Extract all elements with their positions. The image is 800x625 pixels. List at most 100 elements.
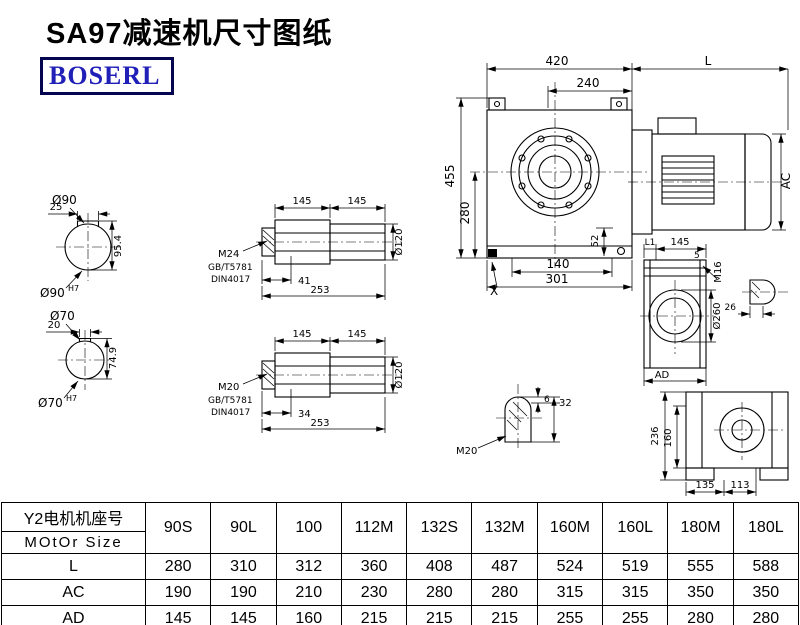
dim-shaft-b-length: 253	[310, 418, 329, 429]
value-cell: 160	[275, 605, 342, 625]
size-col-header: 180M	[667, 502, 734, 554]
shaft-b-standard-1: GB/T5781	[208, 396, 253, 406]
table-header-row: Y2电机机座号 MOtOr Size 90S 90L 100 112M 132S…	[1, 502, 800, 554]
dim-keyway-width-70: 20	[48, 320, 61, 331]
shaft-a-thread-label: M24	[218, 249, 239, 260]
value-cell: 588	[732, 553, 800, 580]
value-cell: 215	[406, 605, 473, 625]
value-cell: 350	[732, 579, 800, 606]
dim-side-l1: L1	[645, 238, 656, 248]
dim-shaft-b-seg1: 145	[292, 329, 311, 340]
gearbox-side-view: L1 145 5 M16 Ø260 26 AD	[640, 237, 790, 386]
value-cell: 190	[210, 579, 277, 606]
dim-side-ad: AD	[655, 370, 670, 381]
dim-detail-gap: 6	[544, 395, 550, 405]
value-cell: 408	[406, 553, 473, 580]
size-col-header: 90S	[144, 502, 212, 554]
dim-shaft-b-seg2: 145	[347, 329, 366, 340]
brand-logo: BOSERL	[40, 57, 174, 95]
value-cell: 315	[602, 579, 669, 606]
technical-drawing-canvas: 25 Ø90 95.4 Ø90 H7 20 Ø70 74.9 Ø70 H7	[38, 54, 793, 496]
shaft-b-standard-2: DIN4017	[211, 408, 250, 418]
dim-dia-70: Ø70	[50, 309, 75, 323]
gearbox-motor-front-view: 420 L 240 455 280 52 140 301 X AC	[443, 54, 793, 298]
oil-plug-mark	[488, 249, 497, 257]
dim-base-a: 140	[547, 257, 570, 271]
size-col-header: 100	[275, 502, 342, 554]
header-en: MOtOr Size	[24, 534, 123, 551]
dim-shaft-a-dia: Ø120	[393, 229, 405, 256]
dim-dia-90: Ø90	[52, 193, 77, 207]
dim-rear-height: 236	[650, 426, 661, 445]
dim-motor-ac: AC	[779, 173, 793, 189]
brand-logo-text: BOSERL	[49, 61, 161, 90]
dim-shaft-a-length: 253	[310, 285, 329, 296]
dim-total-height: 455	[443, 165, 457, 188]
row-label: L	[1, 553, 146, 580]
value-cell: 555	[667, 553, 734, 580]
dim-keyway-height-70: 74.9	[108, 347, 119, 369]
dim-shaft-a-thread-depth: 41	[298, 276, 311, 287]
value-cell: 210	[275, 579, 342, 606]
header-cn: Y2电机机座号	[2, 504, 145, 532]
value-cell: 280	[406, 579, 473, 606]
dim-side-bore: Ø260	[711, 303, 723, 330]
dim-bore-70-tolerance: H7	[66, 394, 77, 403]
shaft-a-standard-2: DIN4017	[211, 275, 250, 285]
dim-shaft-b-dia: Ø120	[393, 362, 405, 389]
value-cell: 280	[471, 579, 538, 606]
dim-rear-foot-1: 135	[695, 480, 714, 491]
size-col-header: 180L	[732, 502, 800, 554]
dim-inner-width: 240	[577, 76, 600, 90]
size-col-header: 112M	[340, 502, 408, 554]
value-cell: 310	[210, 553, 277, 580]
value-cell: 190	[144, 579, 212, 606]
value-cell: 145	[210, 605, 277, 625]
value-cell: 280	[144, 553, 212, 580]
motor-size-table: Y2电机机座号 MOtOr Size 90S 90L 100 112M 132S…	[1, 502, 800, 625]
dim-detail-length: 32	[559, 398, 572, 409]
side-thread-label: M16	[713, 261, 724, 282]
value-cell: 230	[340, 579, 408, 606]
value-cell: 312	[275, 553, 342, 580]
dim-side-key: 26	[725, 303, 737, 313]
hollow-shaft-view-m20: 145 145 Ø120 M20 GB/T5781 DIN4017 34 253	[208, 329, 405, 433]
dim-side-gap: 5	[694, 251, 700, 261]
shaft-a-standard-1: GB/T5781	[208, 263, 253, 273]
value-cell: 280	[667, 605, 734, 625]
dim-shaft-a-seg1: 145	[292, 196, 311, 207]
shaft-cross-section-90: 25 Ø90 95.4 Ø90 H7	[40, 193, 124, 300]
table-row-AD: AD 145 145 160 215 215 215 255 255 280 2…	[1, 605, 800, 625]
hollow-shaft-view-m24: 145 145 Ø120 M24 GB/T5781 DIN4017 41 253	[208, 196, 405, 300]
size-col-header: 160L	[602, 502, 669, 554]
dim-motor-length: L	[705, 54, 712, 68]
value-cell: 255	[602, 605, 669, 625]
value-cell: 487	[471, 553, 538, 580]
value-cell: 145	[144, 605, 212, 625]
shaft-b-thread-label: M20	[218, 382, 239, 393]
header-cell: Y2电机机座号 MOtOr Size	[1, 502, 146, 554]
value-cell: 215	[340, 605, 408, 625]
detail-thread-label: M20	[456, 446, 477, 457]
value-cell: 360	[340, 553, 408, 580]
value-cell: 215	[471, 605, 538, 625]
shaft-end-detail: 6 32 M20	[456, 384, 572, 457]
size-col-header: 132S	[406, 502, 473, 554]
row-label: AD	[1, 605, 146, 625]
dim-base-b: 301	[546, 272, 569, 286]
table-row-L: L 280 310 312 360 408 487 524 519 555 58…	[1, 553, 800, 580]
value-cell: 350	[667, 579, 734, 606]
dim-keyway-width-90: 25	[50, 202, 63, 213]
dim-shaft-a-seg2: 145	[347, 196, 366, 207]
value-cell: 524	[536, 553, 604, 580]
dim-side-width: 145	[670, 237, 689, 248]
dim-flange-offset: 52	[590, 235, 601, 248]
dim-bore-70: Ø70	[38, 396, 63, 410]
row-label: AC	[1, 579, 146, 606]
dim-shaft-b-thread-depth: 34	[298, 409, 311, 420]
shaft-cross-section-70: 20 Ø70 74.9 Ø70 H7	[38, 309, 119, 410]
dim-top-width: 420	[546, 54, 569, 68]
size-col-header: 132M	[471, 502, 538, 554]
size-col-header: 160M	[536, 502, 604, 554]
x-marker-label: X	[490, 284, 498, 298]
